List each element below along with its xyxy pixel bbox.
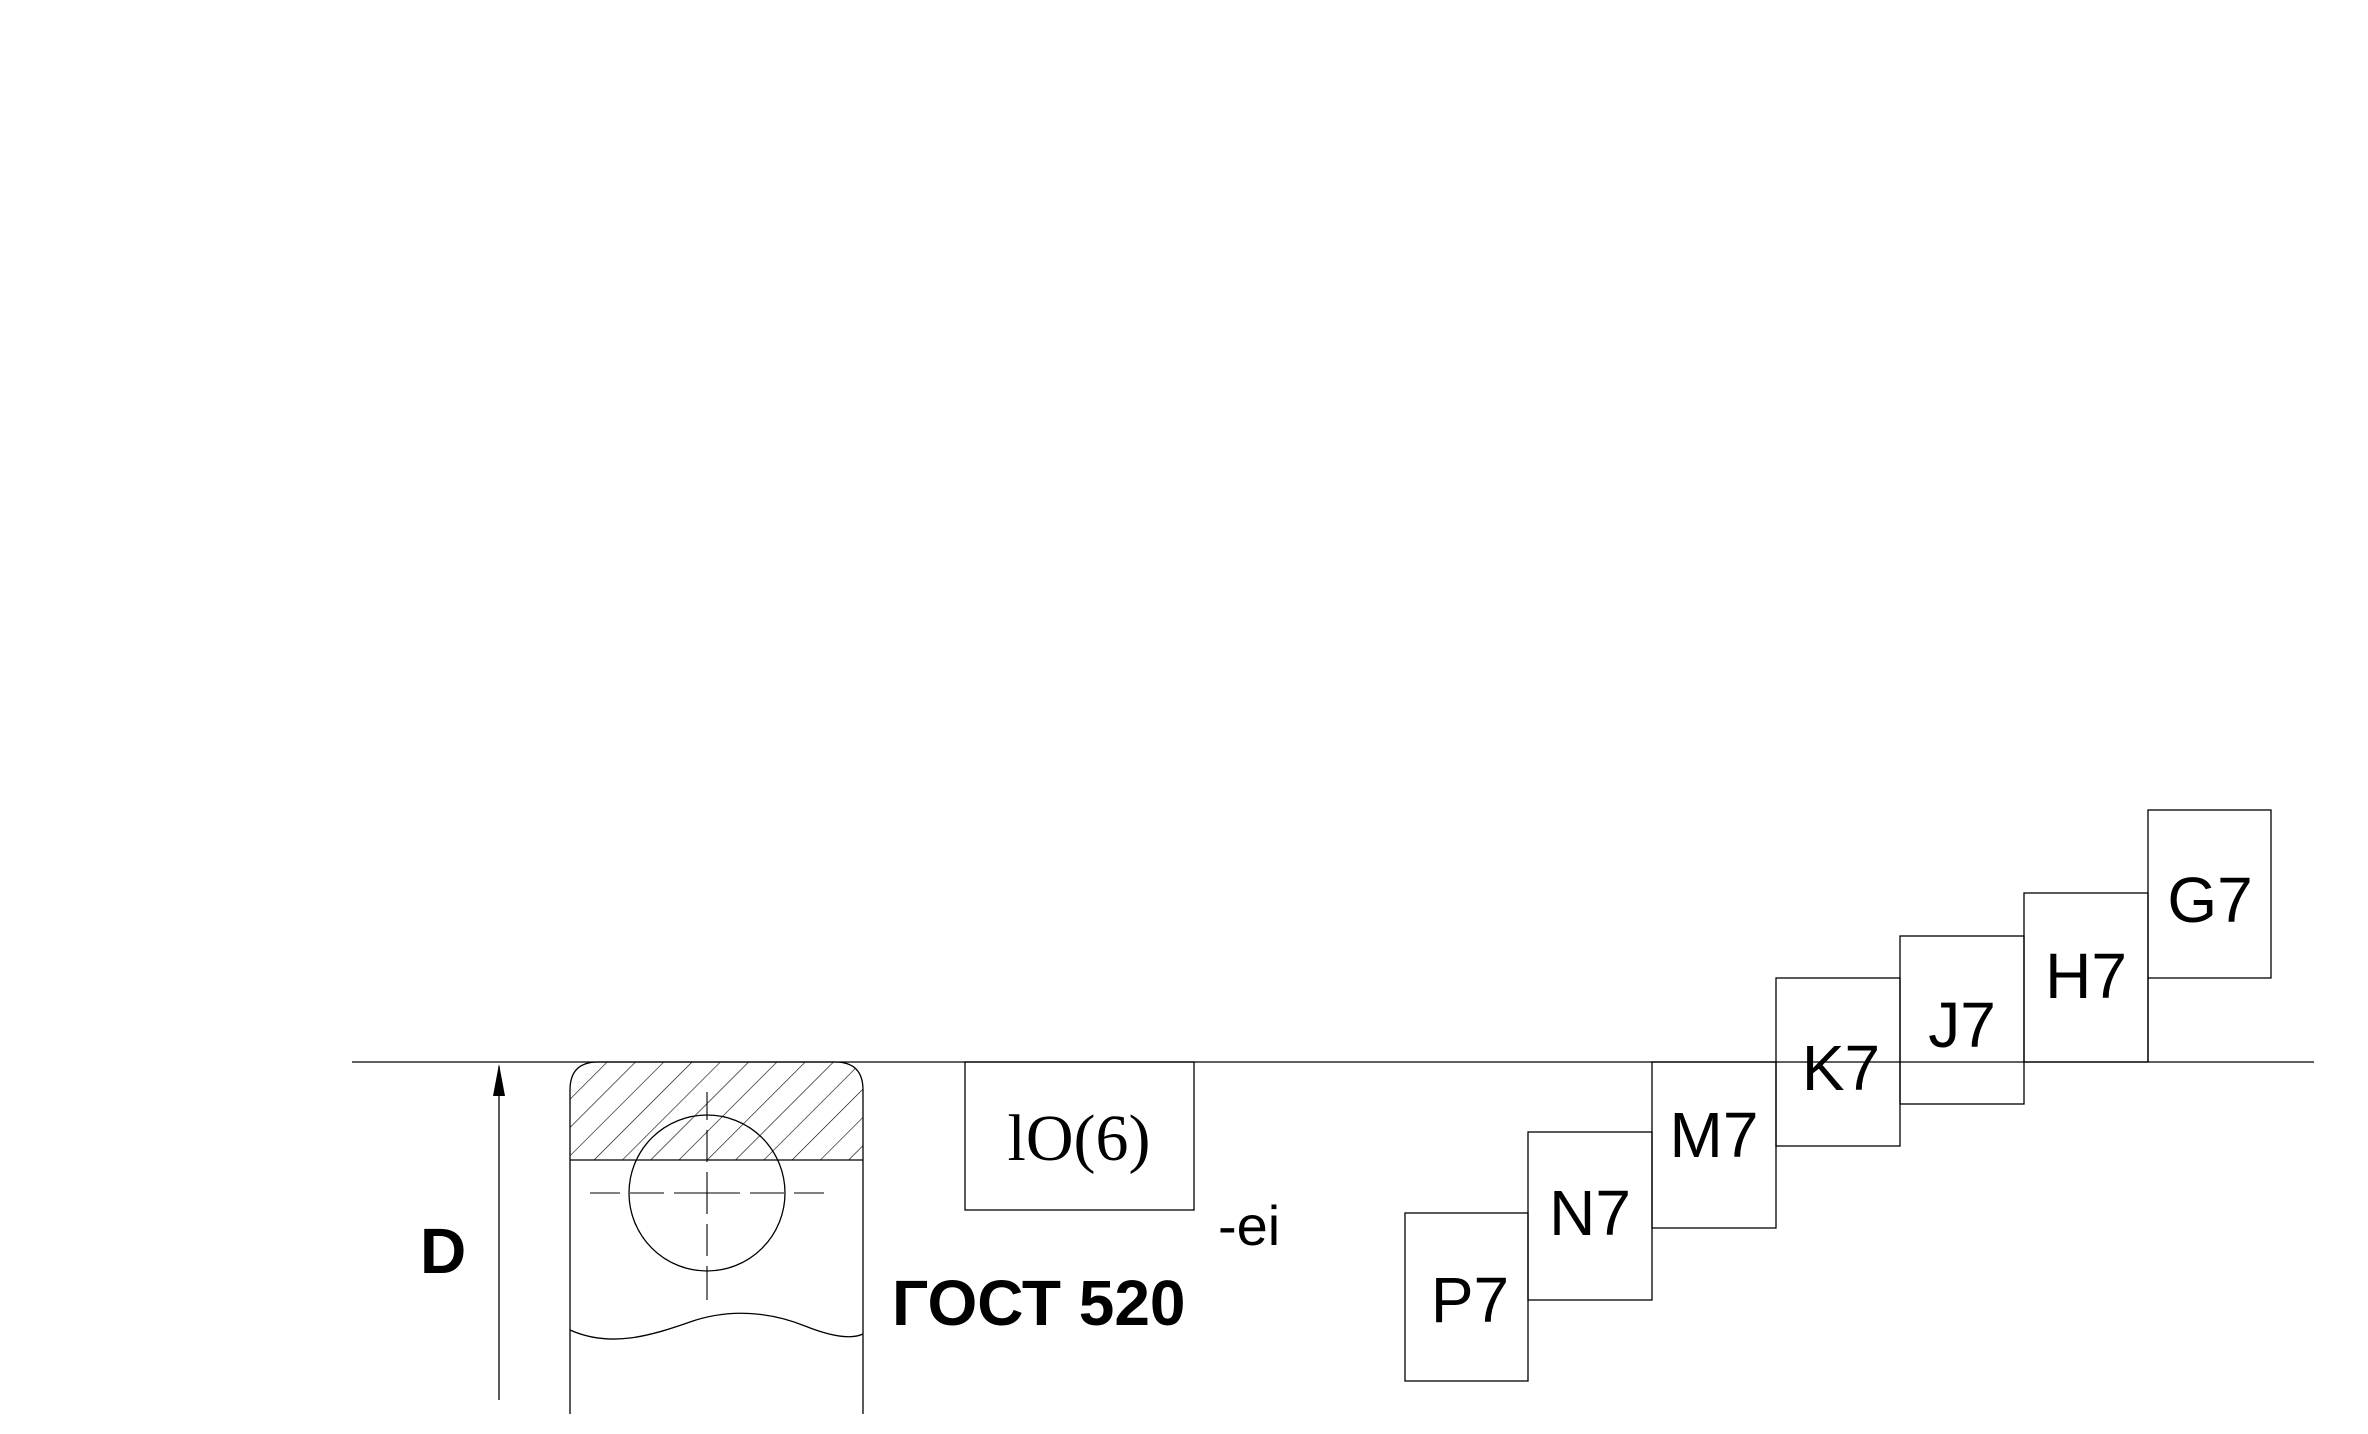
field-label-g7: G7 bbox=[2167, 864, 2252, 936]
outer-ring-hatch bbox=[570, 1062, 863, 1160]
dimension-label: D bbox=[420, 1215, 466, 1287]
bearing-section bbox=[569, 1061, 864, 1414]
field-label-j7: J7 bbox=[1928, 989, 1996, 1061]
housing-fields: P7 N7 M7 K7 J7 H7 G7 bbox=[1404, 809, 2272, 1382]
bearing-tolerance-field-label: lO(6) bbox=[1008, 1102, 1151, 1175]
bearing-standard-label: ГОСТ 520 bbox=[892, 1267, 1186, 1339]
field-label-m7: M7 bbox=[1670, 1099, 1759, 1171]
dimension-arrow bbox=[493, 1064, 505, 1400]
field-label-h7: H7 bbox=[2045, 940, 2127, 1012]
break-line bbox=[569, 1312, 864, 1340]
field-label-n7: N7 bbox=[1549, 1177, 1631, 1249]
deviation-label: -ei bbox=[1218, 1194, 1280, 1257]
field-label-p7: P7 bbox=[1431, 1264, 1509, 1336]
bearing-tolerance-field-box bbox=[964, 1061, 1195, 1211]
field-label-k7: K7 bbox=[1802, 1032, 1880, 1104]
ball-centerlines bbox=[590, 1092, 824, 1300]
field-box-g7 bbox=[2147, 809, 2272, 979]
